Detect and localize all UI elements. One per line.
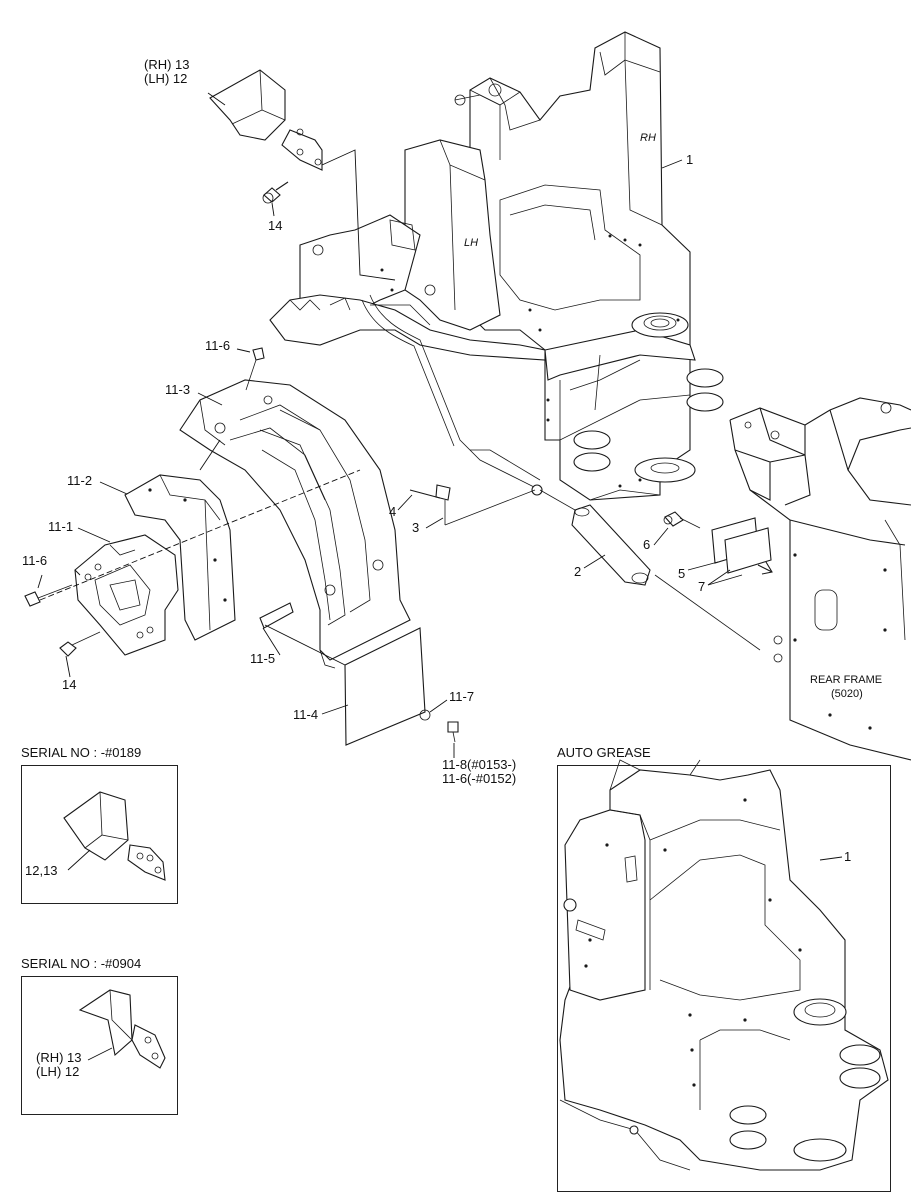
label-frame-lh: LH bbox=[464, 237, 479, 249]
serial-1-part-label: 12,13 bbox=[25, 863, 58, 878]
bracket-part-11-2 bbox=[124, 474, 236, 641]
label-part-11-6-top: 11-6 bbox=[205, 338, 231, 353]
label-part-12-lh: (LH) 12 bbox=[144, 71, 188, 86]
label-frame-rh: RH bbox=[640, 132, 656, 144]
serial-2-inset-box bbox=[21, 976, 178, 1115]
label-part-14-bottom: 14 bbox=[62, 677, 77, 692]
label-part-11-1: 11-1 bbox=[48, 519, 74, 534]
label-part-6: 6 bbox=[643, 537, 651, 552]
mud-flap-part-11-4 bbox=[259, 602, 459, 746]
label-part-2: 2 bbox=[574, 564, 582, 579]
leader-lines bbox=[37, 92, 743, 758]
label-part-11-8: 11-8(#0153-) bbox=[442, 757, 517, 772]
bracket-part-11-1 bbox=[24, 534, 179, 657]
label-part-11-5: 11-5 bbox=[250, 651, 276, 666]
label-part-11-6-left: 11-6 bbox=[22, 553, 48, 568]
pin-parts-3-4 bbox=[409, 484, 536, 526]
serial-2-header: SERIAL NO : -#0904 bbox=[21, 956, 142, 971]
label-part-11-2: 11-2 bbox=[67, 473, 93, 488]
top-guard-part-12-13 bbox=[209, 69, 396, 281]
label-part-11-4: 11-4 bbox=[293, 707, 319, 722]
plates-parts-5-6-7 bbox=[663, 511, 772, 574]
label-part-4: 4 bbox=[389, 504, 397, 519]
label-part-5: 5 bbox=[678, 566, 686, 581]
label-part-1: 1 bbox=[686, 152, 694, 167]
auto-grease-part-label: 1 bbox=[844, 849, 852, 864]
label-part-3: 3 bbox=[412, 520, 420, 535]
label-rear-frame: REAR FRAME bbox=[810, 674, 883, 686]
front-frame-drawing bbox=[269, 31, 724, 501]
fender-part-11-3 bbox=[179, 347, 411, 669]
label-part-11-6-serial: 11-6(-#0152) bbox=[442, 771, 517, 786]
label-rear-frame-code: (5020) bbox=[831, 688, 863, 700]
label-part-11-3: 11-3 bbox=[165, 382, 191, 397]
label-part-7: 7 bbox=[698, 579, 706, 594]
serial-2-part-rh: (RH) 13 bbox=[36, 1050, 82, 1065]
auto-grease-inset-box bbox=[557, 765, 891, 1192]
rear-frame-drawing bbox=[729, 397, 911, 761]
label-part-11-7: 11-7 bbox=[449, 689, 475, 704]
serial-1-guard-drawing bbox=[63, 791, 166, 881]
serial-1-inset-box bbox=[21, 765, 178, 904]
serial-2-part-lh: (LH) 12 bbox=[36, 1064, 80, 1079]
label-part-14-top: 14 bbox=[268, 218, 283, 233]
auto-grease-header: AUTO GREASE bbox=[557, 745, 651, 760]
label-part-13-rh: (RH) 13 bbox=[144, 57, 190, 72]
auto-grease-frame-drawing bbox=[559, 759, 889, 1171]
link-part-2 bbox=[539, 489, 761, 651]
serial-1-header: SERIAL NO : -#0189 bbox=[21, 745, 142, 760]
serial-2-guard-drawing bbox=[78, 989, 166, 1069]
